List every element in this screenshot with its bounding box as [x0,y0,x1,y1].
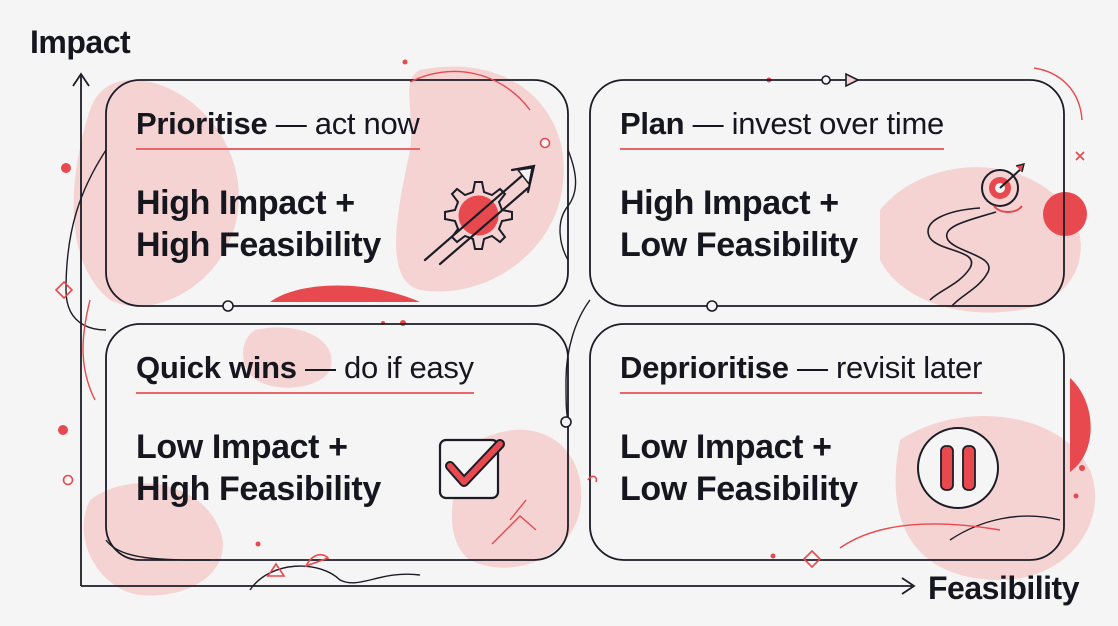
quadrant-deprioritise: Deprioritise — revisit later Low Impact … [620,350,982,510]
shape-markers [54,72,1085,577]
criteria-line-feasibility: High Feasibility [136,226,381,264]
target-path-icon [927,163,1025,307]
quadrant-frames [105,79,1065,561]
axes [72,72,916,595]
gear-arrow-icon [423,164,536,266]
quadrant-title: Quick wins [136,350,297,385]
criteria-line-impact: Low Impact + [136,428,348,466]
quadrant-title: Prioritise [136,106,268,141]
quadrant-action: act now [314,106,420,141]
y-axis-label: Impact [30,24,131,60]
quadrant-action: revisit later [836,350,983,385]
quadrant-criteria: Low Impact + Low Feasibility [620,426,982,510]
quadrant-title: Deprioritise [620,350,789,385]
quadrant-heading: Quick wins — do if easy [136,350,474,394]
heading-dash: — [692,106,724,141]
criteria-line-impact: Low Impact + [620,428,832,466]
quadrant-prioritise: Prioritise — act now High Impact + High … [136,106,420,266]
checkbox-icon [438,438,505,500]
quadrant-action: do if easy [344,350,474,385]
heading-dash: — [305,350,336,385]
quadrant-plan: Plan — invest over time High Impact + Lo… [620,106,944,266]
x-axis-label: Feasibility [928,570,1080,606]
connector-lines [65,149,1061,591]
pause-icon [917,427,999,509]
quadrant-heading: Plan — invest over time [620,106,944,150]
criteria-line-feasibility: High Feasibility [136,470,381,508]
node-markers [62,75,1081,486]
quadrant-heading: Deprioritise — revisit later [620,350,982,394]
quadrant-criteria: High Impact + High Feasibility [136,182,420,266]
criteria-line-impact: High Impact + [136,184,355,222]
quadrant-criteria: High Impact + Low Feasibility [620,182,944,266]
criteria-line-feasibility: Low Feasibility [620,226,858,264]
criteria-line-feasibility: Low Feasibility [620,470,858,508]
accent-lines [82,67,1083,549]
heading-dash: — [275,106,307,141]
criteria-line-impact: High Impact + [620,184,839,222]
quadrant-criteria: Low Impact + High Feasibility [136,426,474,510]
heading-dash: — [797,350,828,385]
quadrant-title: Plan [620,106,685,141]
quadrant-quick-wins: Quick wins — do if easy Low Impact + Hig… [136,350,474,510]
quadrant-action: invest over time [731,106,945,141]
quadrant-heading: Prioritise — act now [136,106,420,150]
